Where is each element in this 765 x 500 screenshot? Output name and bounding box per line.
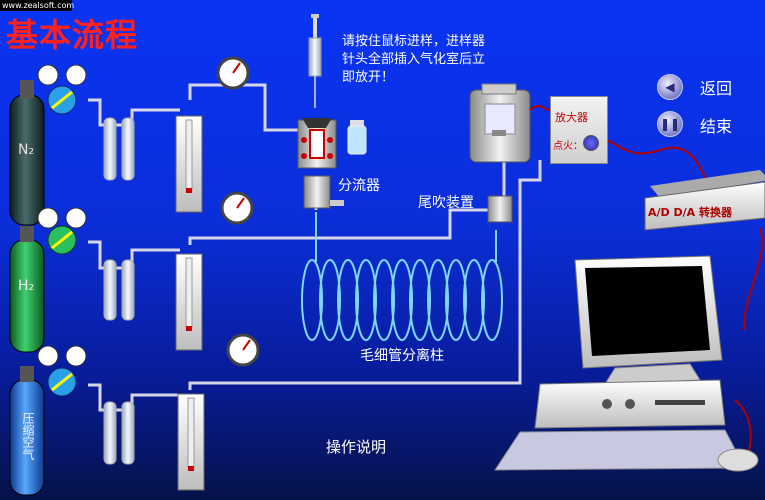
computer bbox=[494, 255, 759, 472]
cylinder-n2 bbox=[9, 80, 45, 226]
syringe-icon[interactable] bbox=[308, 14, 322, 108]
operation-instructions-link[interactable]: 操作说明 bbox=[326, 438, 387, 456]
cylinder-h2 bbox=[9, 226, 45, 353]
back-button[interactable]: ◀ bbox=[657, 74, 683, 100]
injector-vaporization-chamber bbox=[297, 118, 344, 209]
pressure-gauges bbox=[216, 56, 260, 367]
cylinder-air bbox=[9, 366, 45, 496]
sample-vial-icon bbox=[347, 120, 367, 155]
makeup-label: 尾吹装置 bbox=[418, 195, 474, 211]
column-label: 毛细管分离柱 bbox=[360, 348, 444, 364]
cylinder-h2-label: H₂ bbox=[18, 278, 35, 294]
back-label[interactable]: 返回 bbox=[700, 79, 733, 98]
adda-converter bbox=[644, 170, 765, 231]
end-button[interactable]: ❚❚ bbox=[657, 111, 683, 137]
signal-cables bbox=[529, 105, 763, 471]
end-label[interactable]: 结束 bbox=[700, 117, 733, 136]
watermark: www.zealsoft.com bbox=[0, 0, 75, 11]
filter-tubes bbox=[103, 117, 135, 465]
amplifier: 放大器 点火： bbox=[550, 96, 608, 164]
regulator-gauges bbox=[37, 64, 87, 397]
cylinder-air-label: 压缩空气 bbox=[21, 412, 35, 460]
amplifier-label: 放大器 bbox=[555, 111, 588, 124]
cylinder-n2-label: N₂ bbox=[18, 142, 35, 158]
adda-label: A/D D/A 转换器 bbox=[648, 206, 732, 219]
flowmeters bbox=[175, 115, 205, 491]
page-title: 基本流程 bbox=[6, 16, 139, 54]
makeup-gas-device bbox=[487, 195, 513, 223]
ignite-label: 点火： bbox=[553, 141, 583, 152]
injection-instruction: 请按住鼠标进样，进样器针头全部插入气化室后立即放开！ bbox=[342, 34, 486, 85]
detector bbox=[469, 83, 531, 163]
play-back-icon: ◀ bbox=[665, 80, 675, 94]
splitter-label: 分流器 bbox=[338, 178, 380, 194]
ignite-button[interactable] bbox=[583, 135, 599, 151]
pause-icon: ❚❚ bbox=[659, 117, 681, 131]
capillary-column-coil bbox=[301, 212, 503, 341]
